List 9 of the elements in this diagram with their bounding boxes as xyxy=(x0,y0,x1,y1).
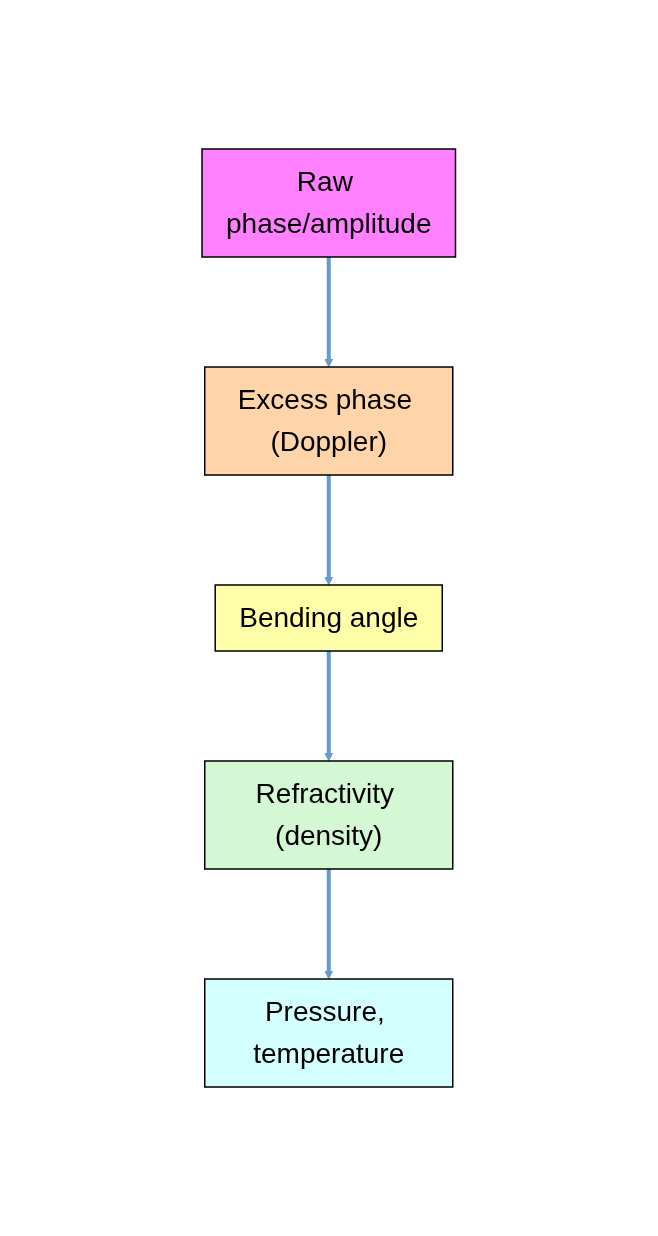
arrow xyxy=(324,475,334,586)
node-box: Refractivity (density) xyxy=(204,760,454,870)
arrow xyxy=(324,869,334,980)
arrow xyxy=(324,257,334,368)
node-box: Bending angle xyxy=(214,584,444,652)
node-box: Excess phase (Doppler) xyxy=(204,366,454,476)
arrow xyxy=(324,651,334,762)
node-box: Pressure, temperature xyxy=(204,978,454,1088)
node-box: Raw phase/amplitude xyxy=(201,148,457,258)
